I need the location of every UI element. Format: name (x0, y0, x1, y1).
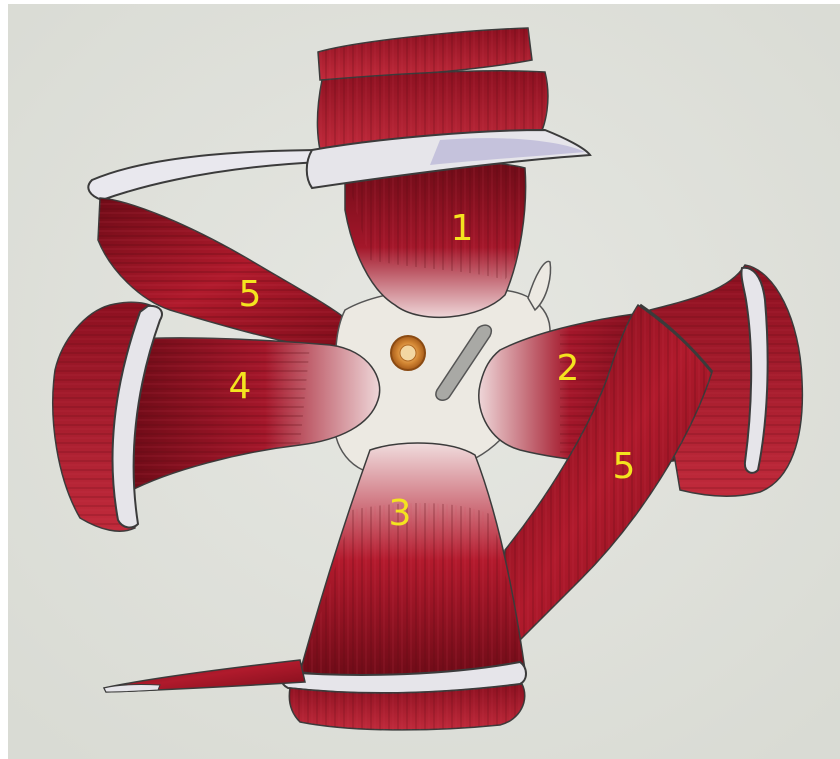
label-muscle-5-right: 5 (613, 446, 636, 487)
label-muscle-1: 1 (451, 208, 474, 249)
label-muscle-5-left: 5 (239, 274, 262, 315)
label-muscle-3: 3 (389, 493, 412, 534)
label-muscle-4: 4 (229, 366, 252, 407)
center-orange-ring-inner (400, 345, 416, 361)
label-muscle-2: 2 (557, 348, 580, 389)
